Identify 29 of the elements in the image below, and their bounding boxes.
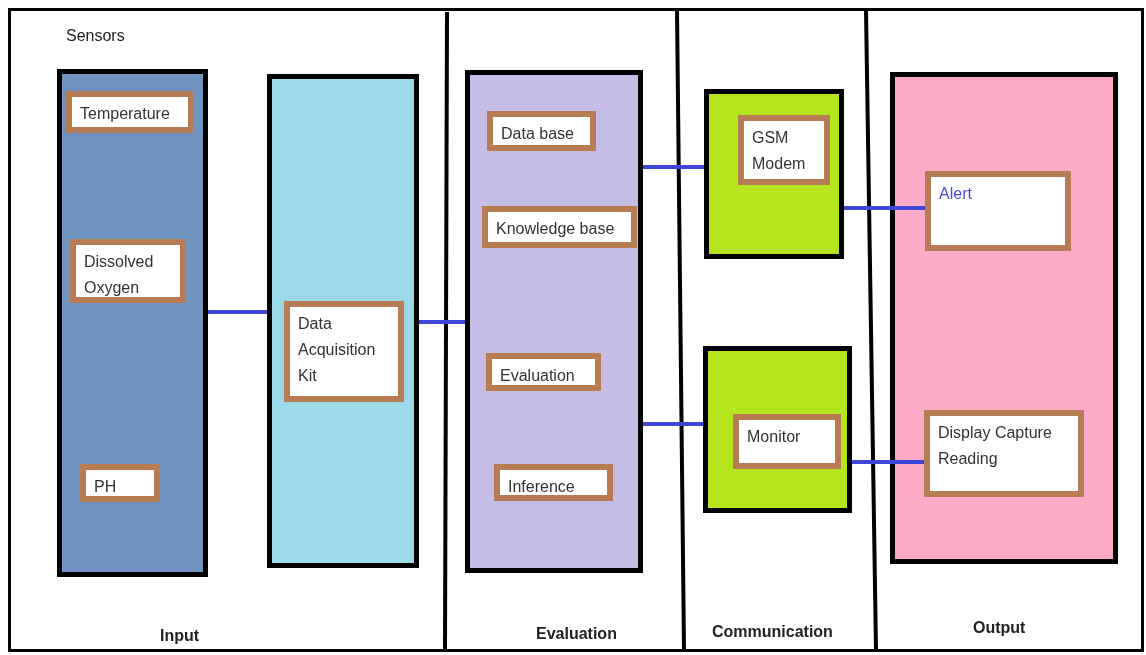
component-box: Knowledge base [482,206,637,248]
component-box: Monitor [733,414,841,469]
panel-box [57,69,208,577]
component-box: Temperature [66,91,194,133]
component-box: Evaluation [486,353,601,391]
component-box: Dissolved Oxygen [70,239,186,303]
connector-line [208,310,267,314]
section-label: Output [973,618,1026,638]
connector-line [852,460,924,464]
connector-line [643,165,704,169]
panel-box [703,346,852,513]
section-label: Evaluation [536,624,617,644]
component-box: Alert [925,171,1071,251]
section-label: Input [160,626,200,646]
panel-box [267,74,419,568]
component-box: Display Capture Reading [924,410,1084,497]
connector-line [643,422,703,426]
section-label: Communication [712,622,833,642]
connector-line [419,320,465,324]
panel-box [465,70,643,573]
panel-box [704,89,844,259]
panel-box [890,72,1118,564]
connector-line [844,206,925,210]
component-box: Data Acquisition Kit [284,301,404,402]
component-box: Inference [494,464,613,501]
group-heading: Sensors [66,26,125,46]
component-box: GSM Modem [738,115,830,185]
component-box: PH [80,464,160,502]
component-box: Data base [487,111,596,151]
